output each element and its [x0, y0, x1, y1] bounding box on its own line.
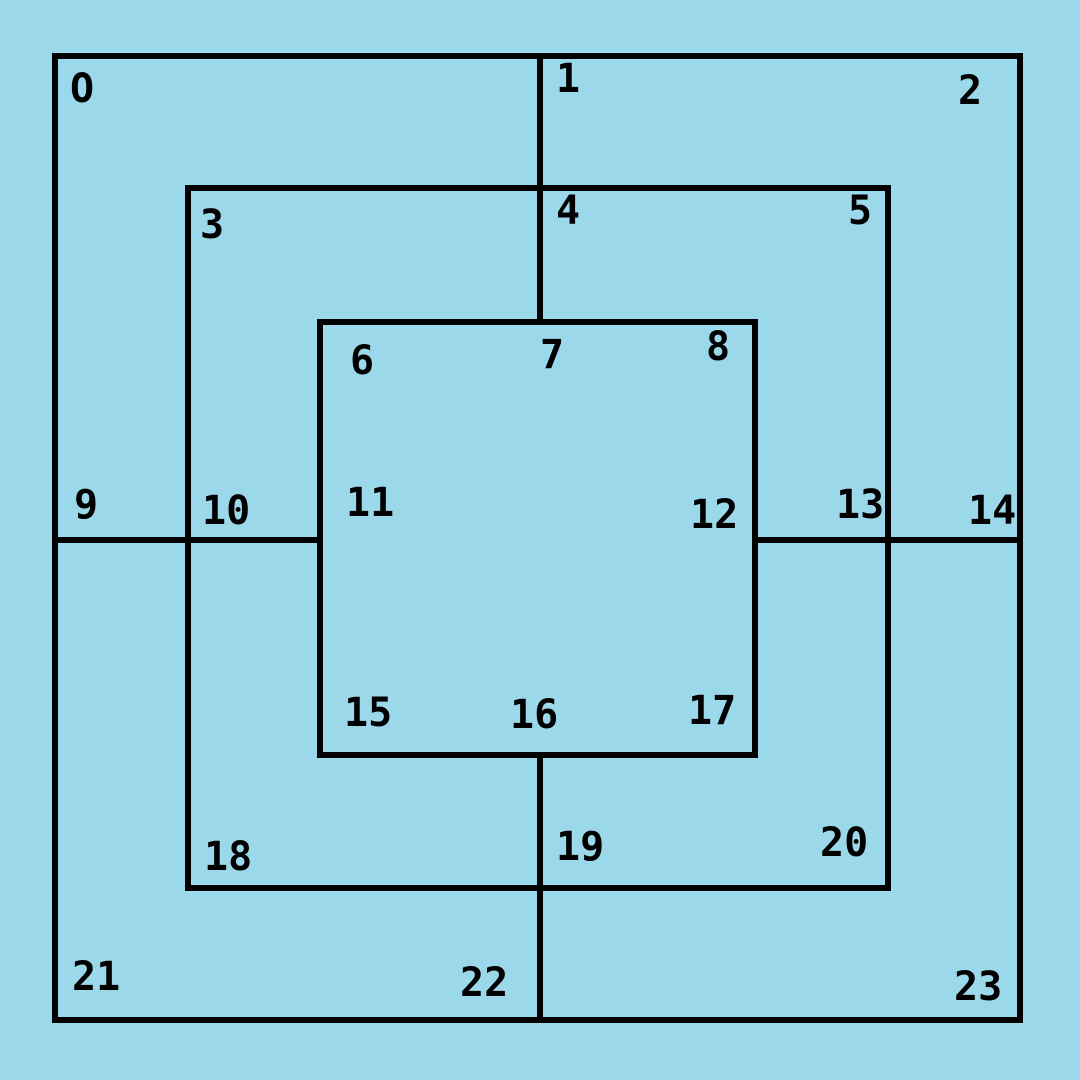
point-label-13: 13	[836, 482, 884, 528]
point-label-18: 18	[204, 834, 252, 880]
point-label-15: 15	[344, 690, 392, 736]
point-label-21: 21	[72, 954, 120, 1000]
point-label-20: 20	[820, 820, 868, 866]
point-label-12: 12	[690, 492, 738, 538]
point-label-5: 5	[848, 188, 872, 234]
point-label-9: 9	[74, 482, 98, 528]
point-label-10: 10	[202, 488, 250, 534]
point-label-23: 23	[954, 964, 1002, 1010]
point-label-17: 17	[688, 688, 736, 734]
point-label-16: 16	[510, 692, 558, 738]
point-label-0: O	[70, 66, 94, 112]
board-lines	[52, 53, 1023, 1023]
point-label-2: 2	[958, 68, 982, 114]
point-label-8: 8	[706, 324, 730, 370]
point-label-11: 11	[346, 480, 394, 526]
point-label-14: 14	[968, 488, 1016, 534]
point-label-19: 19	[556, 824, 604, 870]
point-label-22: 22	[460, 960, 508, 1006]
point-label-6: 6	[350, 338, 374, 384]
point-label-4: 4	[556, 188, 580, 234]
point-label-1: 1	[556, 56, 580, 102]
point-label-7: 7	[540, 332, 564, 378]
point-label-3: 3	[200, 202, 224, 248]
